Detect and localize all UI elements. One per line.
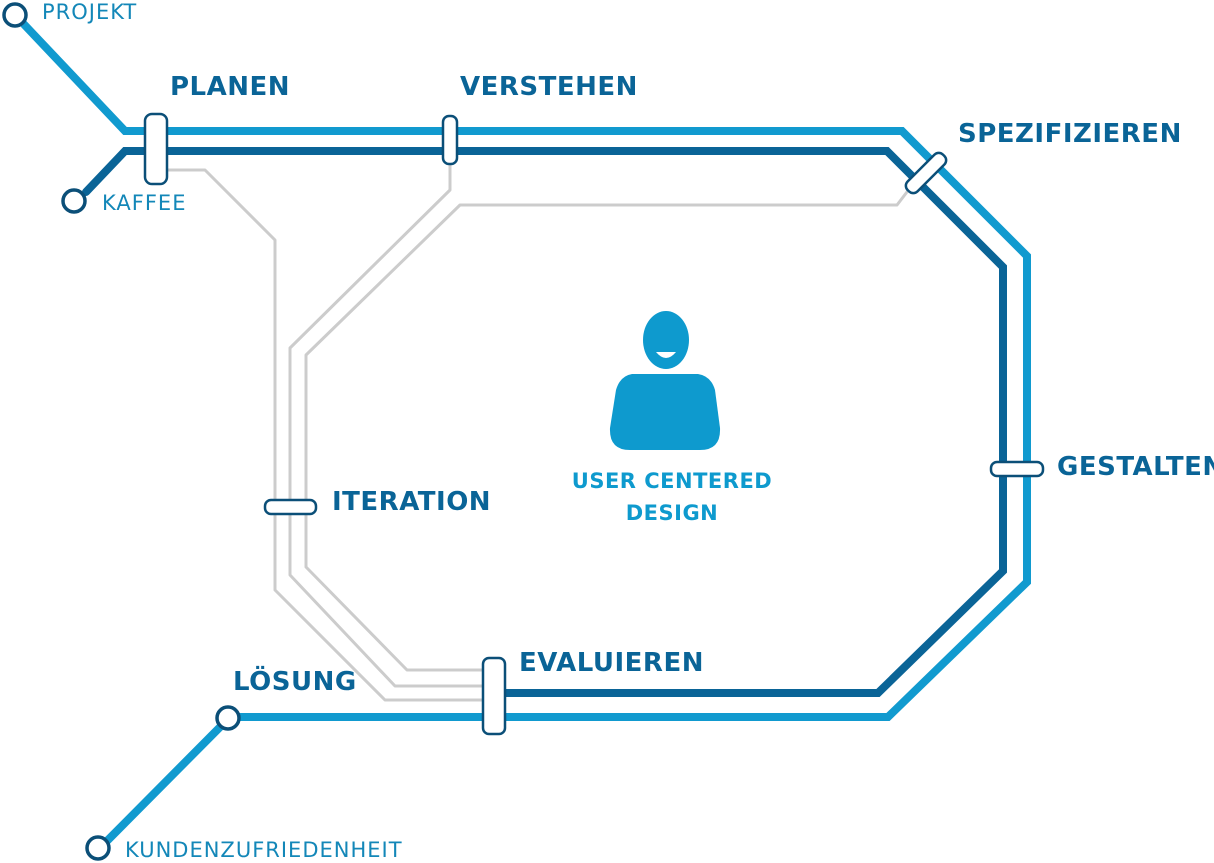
terminal-loesung[interactable] (215, 705, 241, 731)
label-projekt: PROJEKT (42, 0, 137, 24)
label-loesung: LÖSUNG (233, 664, 357, 697)
center-title-line2: DESIGN (626, 501, 719, 525)
center-title-line1: USER CENTERED (572, 469, 772, 493)
user-icon (609, 311, 721, 450)
iteration-line-inner (304, 187, 912, 672)
terminals (2, 2, 241, 861)
station-evaluieren[interactable] (481, 656, 507, 736)
station-planen[interactable] (143, 112, 169, 186)
label-spezifizieren: SPEZIFIZIEREN (958, 119, 1182, 149)
iteration-line-middle (288, 150, 500, 688)
terminal-kundenzufriedenheit[interactable] (85, 835, 111, 861)
station-gestalten[interactable] (989, 460, 1045, 478)
label-kaffee: KAFFEE (102, 191, 186, 215)
user-icon-smile (656, 352, 676, 358)
terminal-projekt[interactable] (2, 2, 28, 28)
label-gestalten: GESTALTEN (1057, 452, 1214, 482)
label-kundenzufriedenheit: KUNDENZUFRIEDENHEIT (125, 838, 403, 862)
station-iteration[interactable] (263, 498, 318, 516)
iteration-line-outer (160, 168, 500, 702)
station-spezifizieren[interactable] (903, 150, 948, 195)
station-verstehen[interactable] (441, 114, 459, 166)
dark-line (82, 147, 1007, 697)
user-icon-body (609, 374, 721, 450)
label-planen: PLANEN (170, 72, 290, 102)
iteration-lines (160, 150, 912, 702)
label-iteration: ITERATION (332, 487, 491, 517)
light-line (14, 14, 1031, 852)
user-icon-head (643, 311, 689, 369)
label-evaluieren: EVALUIEREN (519, 648, 704, 678)
label-verstehen: VERSTEHEN (460, 72, 638, 102)
terminal-kaffee[interactable] (61, 188, 87, 214)
stations (143, 112, 1045, 736)
